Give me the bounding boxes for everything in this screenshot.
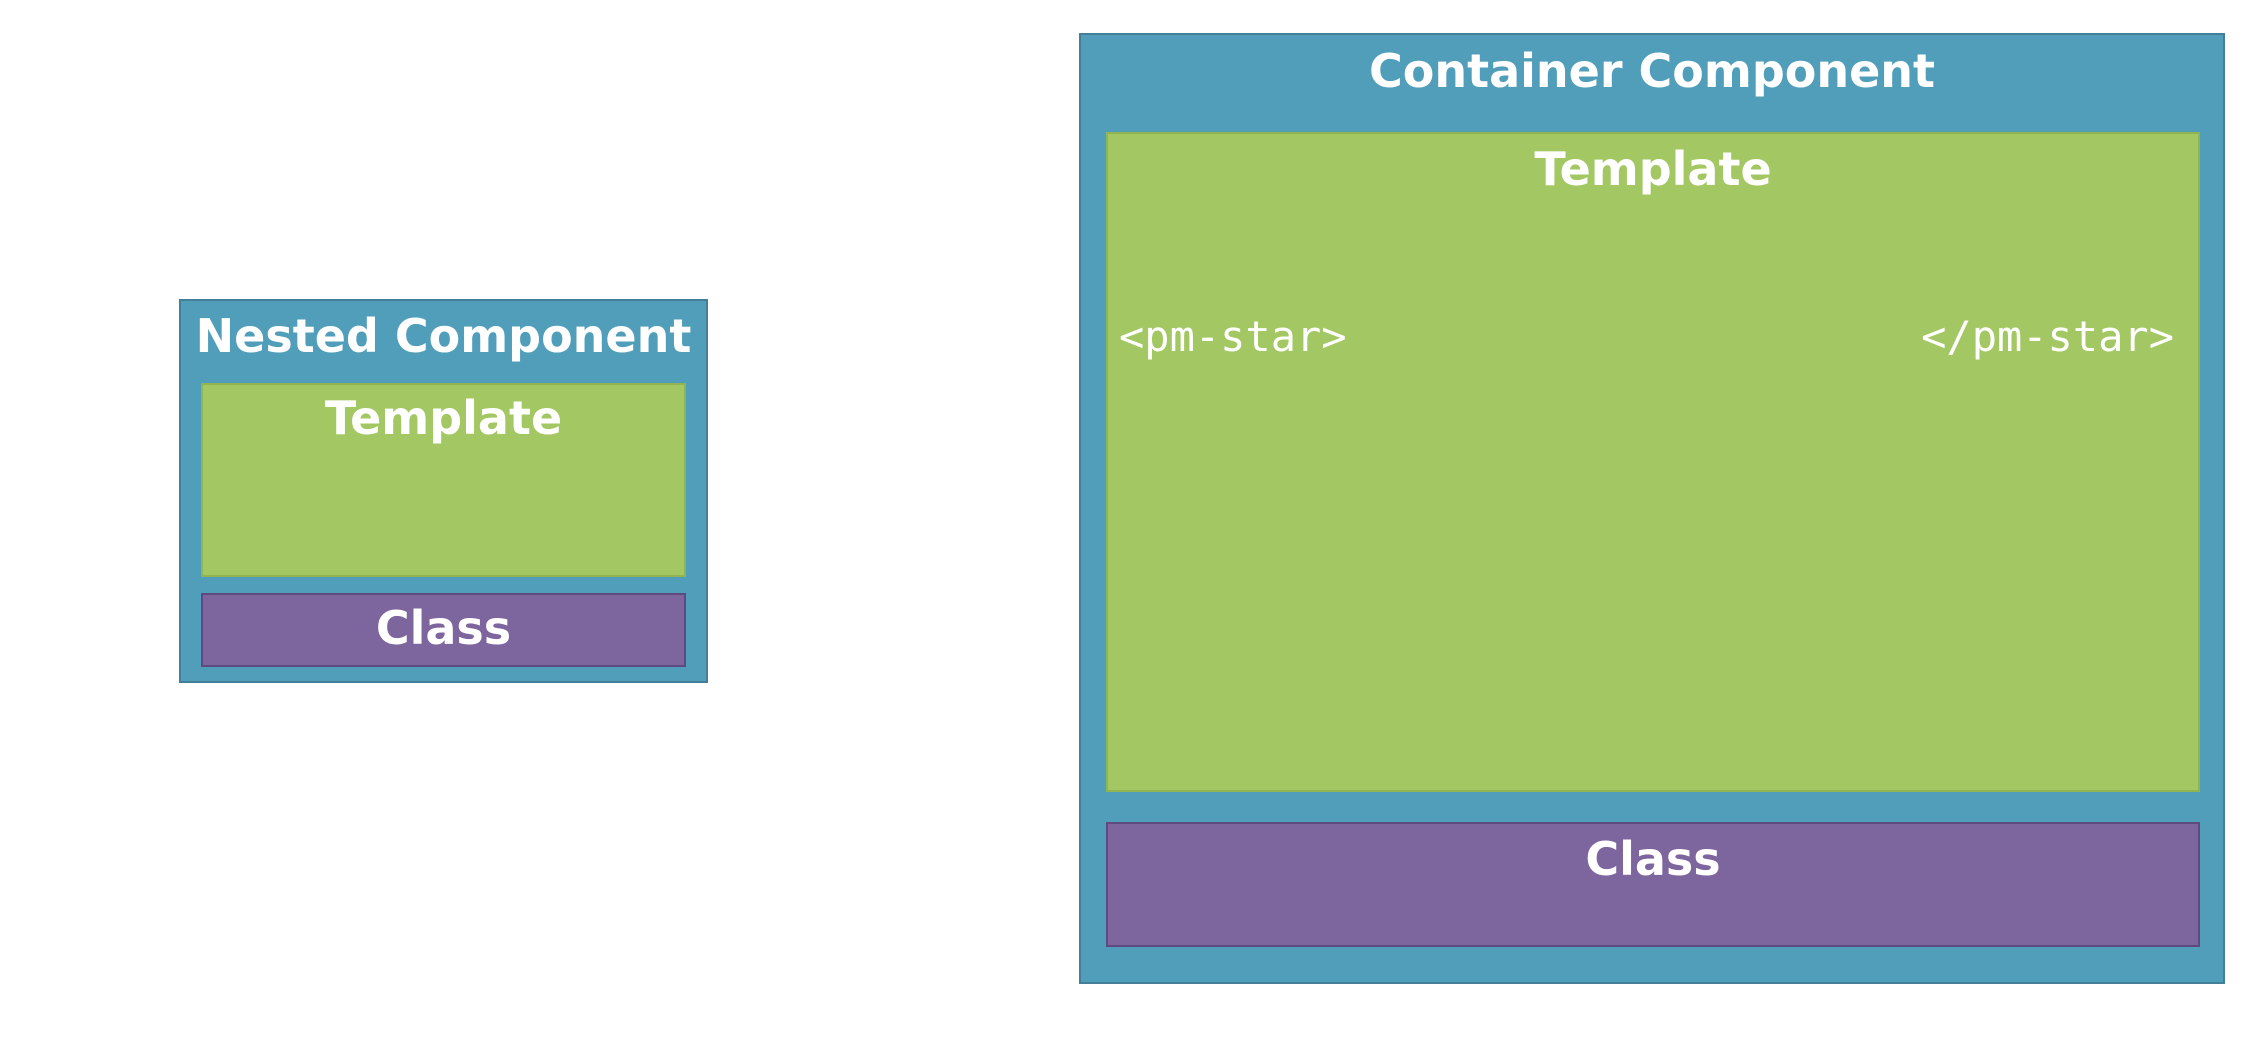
- nested-component-box: Nested Component Template Class: [179, 299, 708, 683]
- container-class-box: Class: [1106, 822, 2200, 947]
- container-component-title: Container Component: [1368, 44, 1936, 98]
- nested-class-label: Class: [375, 601, 512, 655]
- nested-template-box: Template: [201, 383, 686, 577]
- nested-template-label: Template: [324, 391, 563, 445]
- container-template-box: Template <pm-star> </pm-star>: [1106, 132, 2200, 792]
- nested-component-title: Nested Component: [195, 309, 692, 363]
- container-template-label: Template: [1534, 142, 1772, 196]
- container-class-label: Class: [1585, 832, 1721, 886]
- pm-star-open-tag: <pm-star>: [1119, 312, 1347, 361]
- pm-star-close-tag: </pm-star>: [1921, 312, 2174, 361]
- nested-class-box: Class: [201, 593, 686, 667]
- container-component-box: Container Component Template <pm-star> <…: [1079, 33, 2225, 984]
